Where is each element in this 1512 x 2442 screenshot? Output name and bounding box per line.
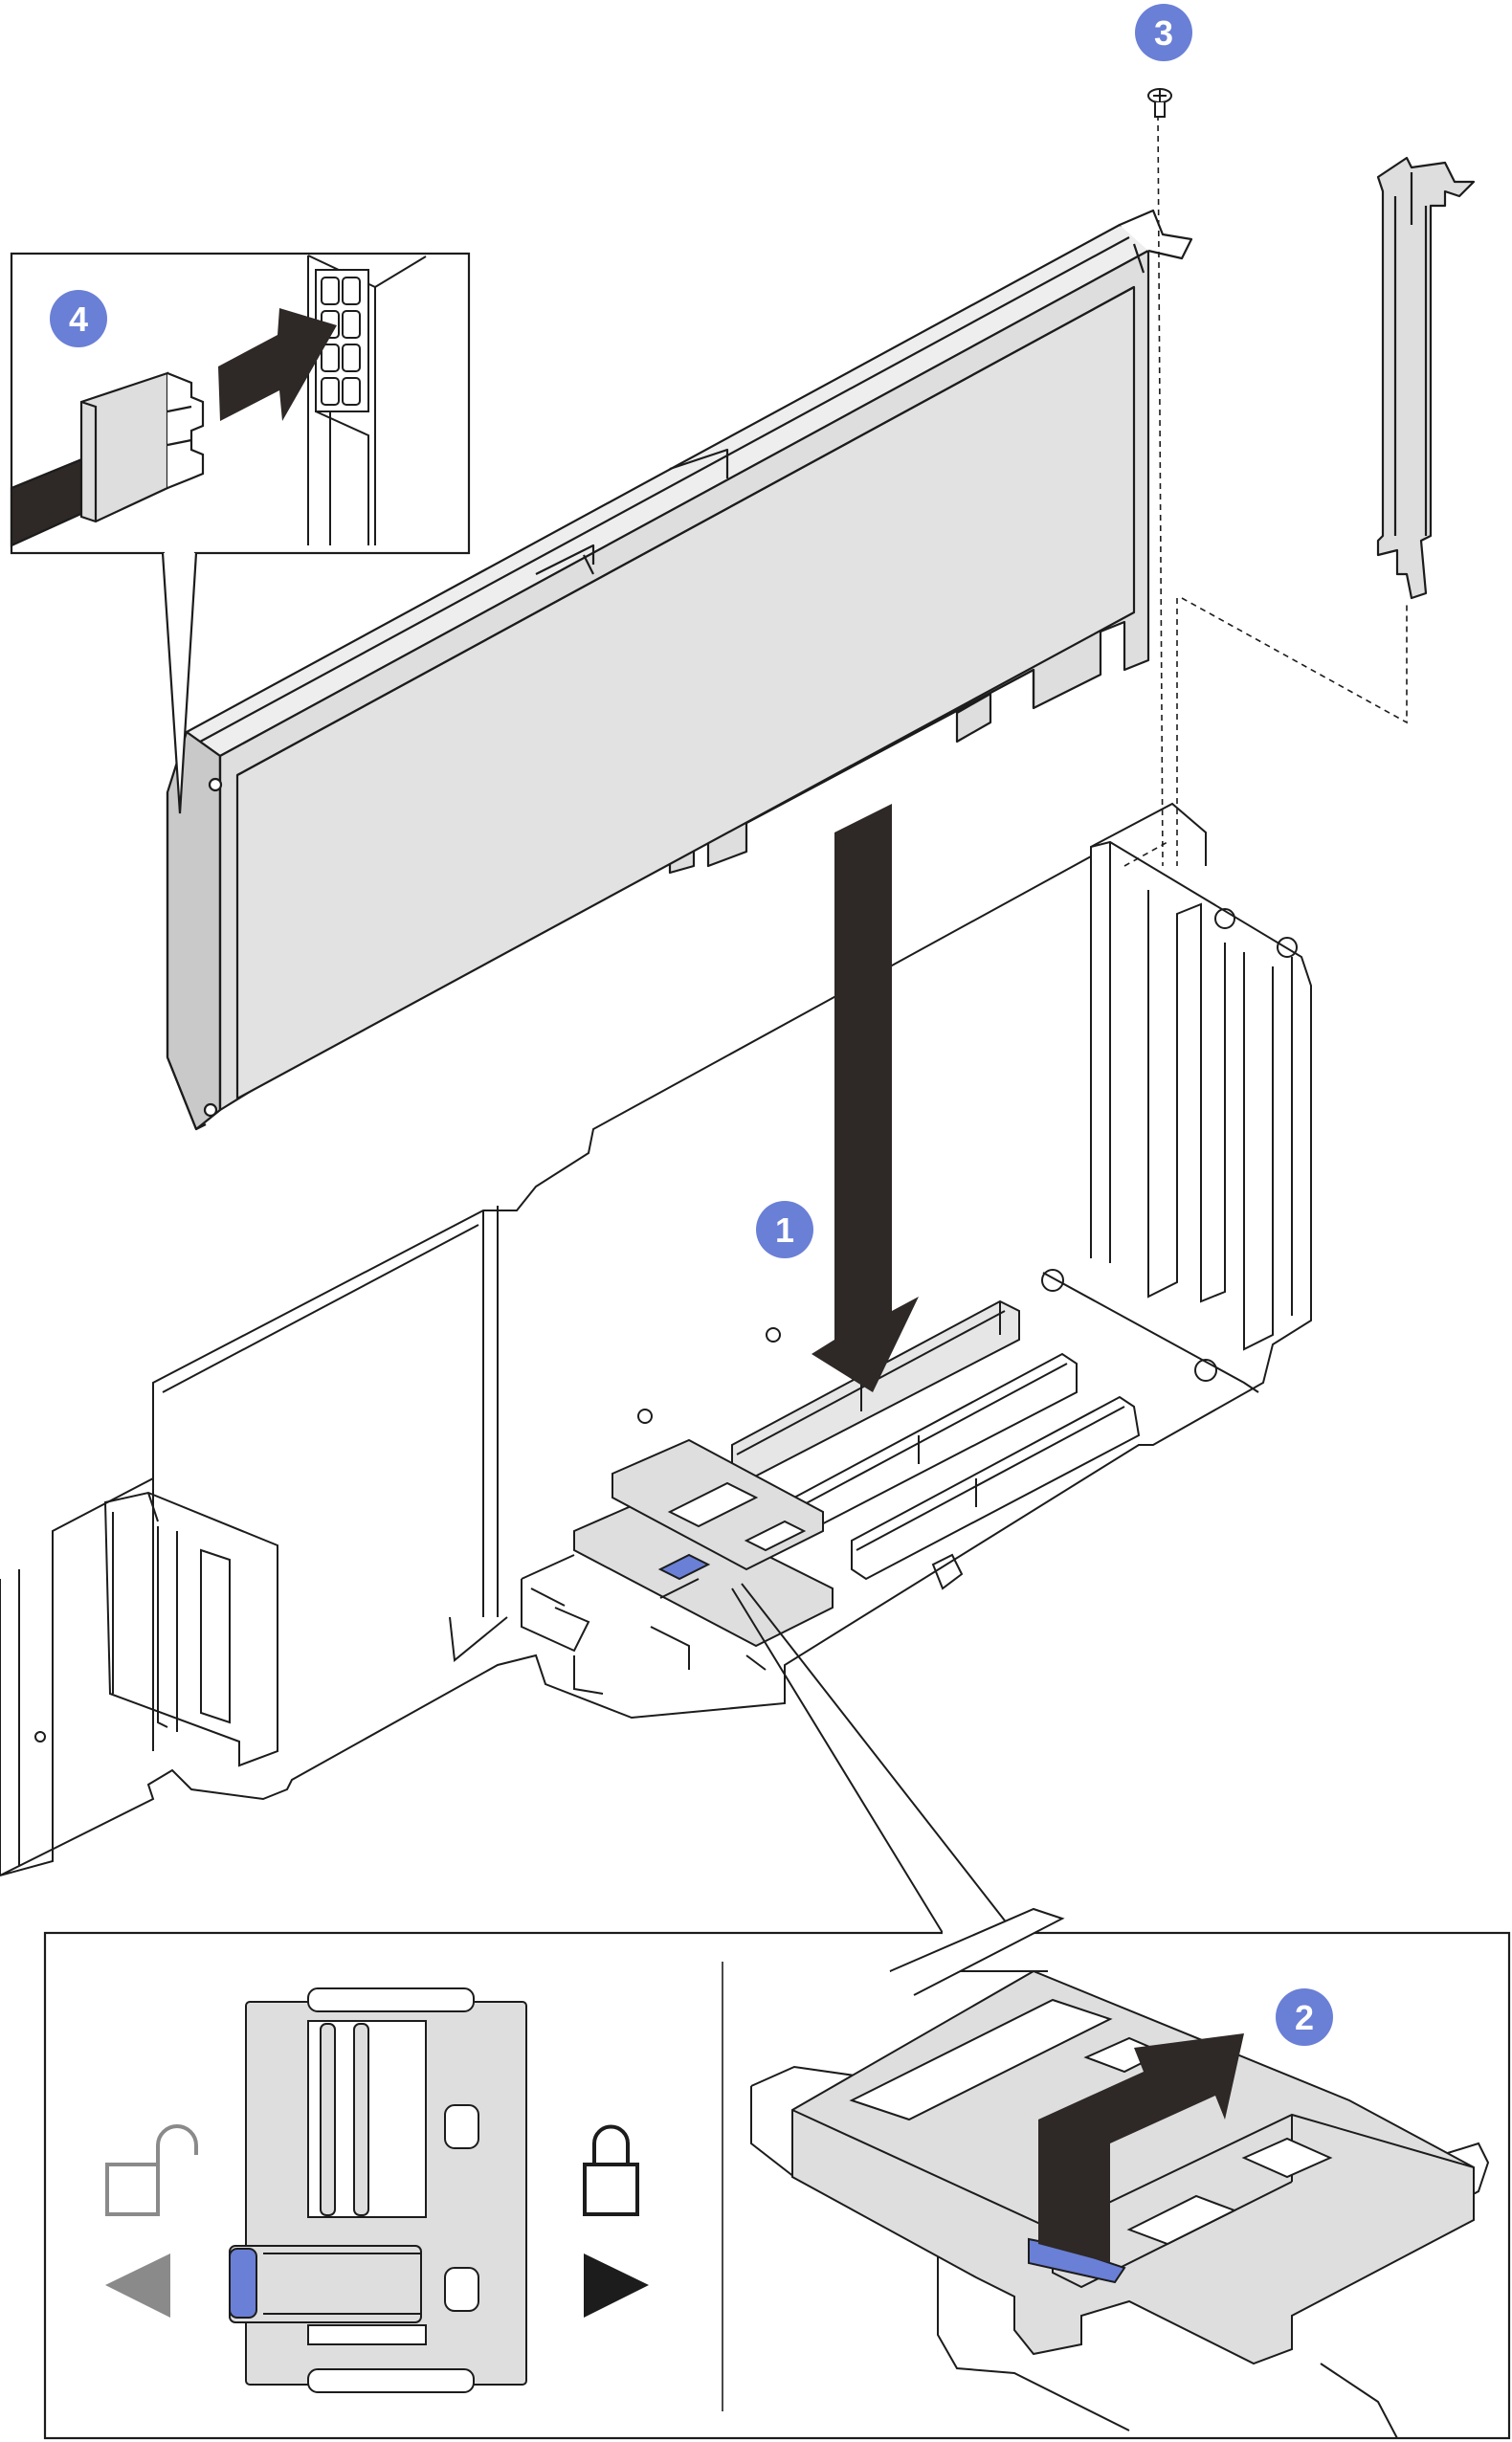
dashed-guides [1123,114,1408,867]
lock-icon [583,2124,639,2216]
gpu-adapter [166,209,1193,1131]
power-cable-plug [10,371,205,547]
triangle-right-icon [584,2253,649,2318]
step-4-label: 4 [69,300,88,339]
step-3-label: 3 [1154,13,1173,53]
latch-3d-view [750,1907,1490,2439]
slot-filler-bracket [1376,156,1476,600]
step-badge-4: 4 [50,290,107,347]
unlock-icon [105,2124,198,2216]
latch-slide-arrow [1038,2033,1244,2263]
step-badge-2: 2 [1276,1988,1333,2046]
latch-top-view [229,1987,527,2393]
insert-down-arrow [812,804,919,1392]
riser-cage [0,802,1312,1877]
step-1-label: 1 [775,1210,794,1250]
screw [1147,88,1172,118]
triangle-left-icon [105,2253,170,2318]
step-badge-1: 1 [756,1201,813,1258]
step-badge-3: 3 [1135,4,1192,61]
latch-callout [43,1583,1511,2440]
step-2-label: 2 [1295,1998,1314,2037]
